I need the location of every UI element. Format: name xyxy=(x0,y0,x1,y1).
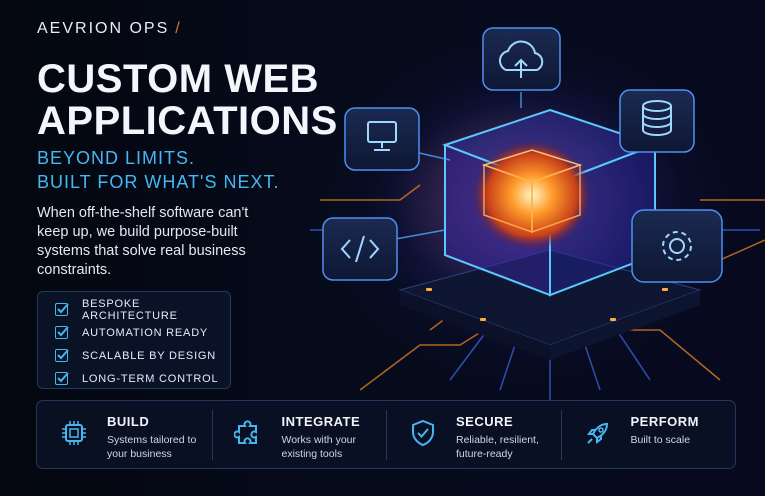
feature-text: Works with your existing tools xyxy=(281,434,357,460)
hero-illustration xyxy=(310,27,765,400)
brand-name: AEVRION OPS xyxy=(37,20,170,37)
puzzle-icon xyxy=(233,420,257,444)
checklist-item: SCALABLE BY DESIGN xyxy=(55,344,230,367)
feature-bar: BUILD Systems tailored to your business … xyxy=(36,400,736,469)
processor-cube xyxy=(442,108,658,297)
feature-secure: SECURE Reliable, resilient, future-ready xyxy=(386,401,561,468)
title-line-2: APPLICATIONS xyxy=(37,99,338,143)
feature-text: Reliable, resilient, future-ready xyxy=(456,434,539,460)
checklist-label: SCALABLE BY DESIGN xyxy=(82,349,217,362)
feature-integrate: INTEGRATE Works with your existing tools xyxy=(211,401,387,468)
checkmark-icon xyxy=(55,372,69,385)
rocket-icon xyxy=(586,422,608,444)
tagline-line-2: BUILT FOR WHAT'S NEXT. xyxy=(37,172,280,192)
monitor-icon xyxy=(344,107,420,171)
brand-separator: / xyxy=(175,20,182,37)
cloud-upload-icon xyxy=(482,27,561,91)
shield-check-icon xyxy=(412,419,434,447)
checkmark-icon xyxy=(55,303,69,316)
gear-icon xyxy=(631,209,723,283)
feature-title: BUILD xyxy=(107,414,150,429)
description: When off-the-shelf software can't keep u… xyxy=(37,205,249,278)
feature-text: Built to scale xyxy=(630,434,691,446)
tagline-line-1: BEYOND LIMITS. xyxy=(37,148,196,168)
checkmark-icon xyxy=(55,349,69,362)
feature-text: Systems tailored to your business xyxy=(107,434,197,460)
page-title: CUSTOM WEB APPLICATIONS xyxy=(37,58,357,142)
checklist-item: BESPOKE ARCHITECTURE xyxy=(55,297,230,322)
feature-title: INTEGRATE xyxy=(281,414,361,429)
tagline: BEYOND LIMITS. BUILT FOR WHAT'S NEXT. xyxy=(37,146,337,194)
chip-icon xyxy=(62,421,86,445)
checklist-label: BESPOKE ARCHITECTURE xyxy=(82,297,178,322)
feature-title: SECURE xyxy=(456,414,514,429)
feature-perform: PERFORM Built to scale xyxy=(560,401,736,468)
feature-title: PERFORM xyxy=(630,414,699,429)
checklist-item: AUTOMATION READY xyxy=(55,321,230,344)
checklist-label: LONG-TERM CONTROL xyxy=(82,372,219,385)
checkmark-icon xyxy=(55,326,69,339)
feature-build: BUILD Systems tailored to your business xyxy=(37,401,212,468)
brand-wordmark: AEVRION OPS / xyxy=(37,20,182,38)
checklist-label: AUTOMATION READY xyxy=(82,326,209,339)
checklist-item: LONG-TERM CONTROL xyxy=(55,367,230,390)
title-line-1: CUSTOM WEB xyxy=(37,57,320,101)
code-icon xyxy=(322,217,398,281)
database-icon xyxy=(619,89,695,153)
feature-checklist: BESPOKE ARCHITECTURE AUTOMATION READY SC… xyxy=(37,291,231,389)
